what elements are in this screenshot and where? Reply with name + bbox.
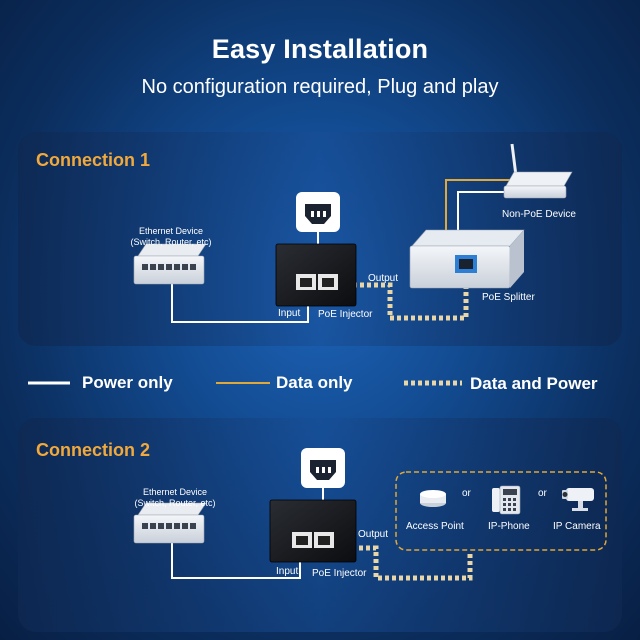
page-subtitle: No configuration required, Plug and play [141,76,499,98]
legend-data-only-label: Data only [276,373,353,392]
or-separator: or [538,488,547,499]
or-separator: or [462,488,471,499]
powered-devices-group [395,471,607,551]
access-point-icon [420,490,446,507]
legend-power-only-label: Power only [82,373,173,392]
poe-injector-icon [269,499,357,563]
input-label: Input [278,308,301,319]
ac-power-socket-icon [301,448,345,488]
router-icon [503,143,573,199]
connection-2-label: Connection 2 [36,440,151,460]
ethernet-device-label: Ethernet Device (Switch, Router, etc) [122,487,228,509]
ethernet-device-examples: (Switch, Router, etc) [134,498,216,508]
poe-splitter-icon [409,229,525,289]
poe-injector-label: PoE Injector [318,309,373,320]
ethernet-device-examples: (Switch, Router, etc) [130,237,212,247]
ip-camera-icon [562,488,594,511]
power-only-cable-router [457,191,518,232]
ip-phone-label: IP-Phone [488,521,530,532]
page-title: Easy Installation [211,34,429,64]
switch-icon [133,502,207,544]
connection-1-label: Connection 1 [36,150,151,170]
data-only-cable-1 [445,179,510,232]
power-only-cable-2 [171,543,301,579]
ac-power-socket-icon [296,192,340,232]
poe-injector-label: PoE Injector [312,568,367,579]
data-and-power-cable-1 [332,278,469,321]
output-label: Output [368,273,399,284]
ethernet-device-name: Ethernet Device [138,226,204,236]
ethernet-device-name: Ethernet Device [142,487,208,497]
ip-camera-label: IP Camera [553,521,601,532]
poe-injector-icon [275,243,357,307]
non-poe-device-label: Non-PoE Device [502,209,576,220]
access-point-label: Access Point [406,521,464,532]
legend-data-and-power-label: Data and Power [470,374,598,393]
data-and-power-cable-2 [338,545,473,581]
switch-icon [133,243,207,285]
ethernet-device-label: Ethernet Device (Switch, Router, etc) [118,226,224,248]
input-label: Input [276,566,299,577]
poe-splitter-label: PoE Splitter [482,292,535,303]
ip-phone-icon [492,485,521,515]
output-label: Output [358,529,389,540]
